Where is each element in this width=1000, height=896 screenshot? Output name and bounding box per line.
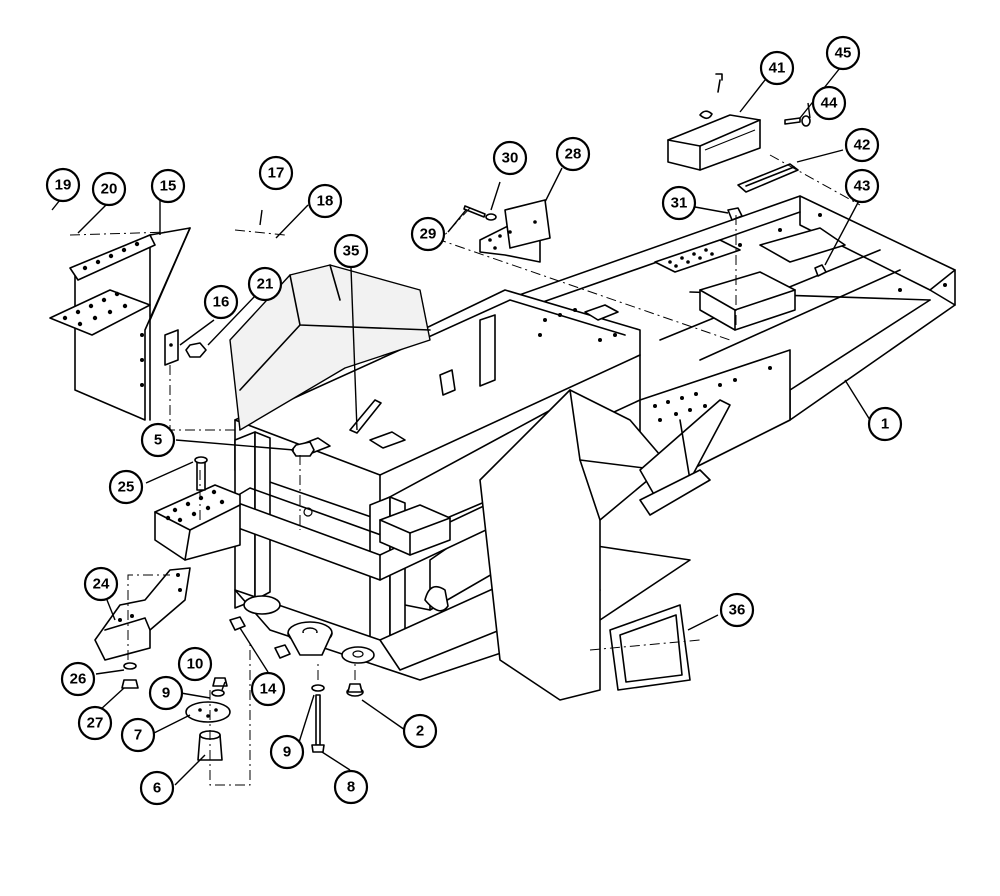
callout-14: 14 [250, 671, 286, 707]
svg-text:45: 45 [835, 45, 852, 62]
isolator-mount [185, 616, 364, 761]
callout-44: 44 [811, 85, 847, 121]
step-tread-holes [62, 241, 140, 327]
callout-1: 1 [867, 406, 903, 442]
callout-35: 35 [333, 233, 369, 269]
front-step [154, 456, 241, 561]
svg-text:2: 2 [416, 723, 424, 740]
callout-9a: 9 [148, 675, 184, 711]
svg-text:6: 6 [153, 780, 161, 797]
svg-text:17: 17 [268, 165, 285, 182]
svg-text:5: 5 [154, 432, 162, 449]
callout-26: 26 [60, 661, 96, 697]
callout-16: 16 [203, 284, 239, 320]
svg-text:9: 9 [162, 685, 170, 702]
svg-text:28: 28 [565, 146, 582, 163]
svg-text:14: 14 [260, 681, 277, 698]
bracket-28 [463, 199, 551, 263]
svg-text:44: 44 [821, 95, 838, 112]
callout-25: 25 [108, 469, 144, 505]
callout-6: 6 [139, 770, 175, 806]
svg-text:42: 42 [854, 137, 871, 154]
svg-text:8: 8 [347, 779, 355, 796]
callout-30: 30 [492, 140, 528, 176]
callout-2: 2 [402, 713, 438, 749]
callout-36: 36 [719, 592, 755, 628]
svg-text:31: 31 [671, 195, 688, 212]
svg-text:10: 10 [187, 656, 204, 673]
callout-42: 42 [844, 127, 880, 163]
callout-17: 17 [258, 155, 294, 191]
main-frame [229, 195, 956, 701]
left-step-assembly [49, 227, 207, 421]
bellows-seal [609, 604, 691, 691]
svg-text:35: 35 [343, 243, 360, 260]
callout-41: 41 [759, 50, 795, 86]
callout-45: 45 [825, 35, 861, 71]
svg-text:19: 19 [55, 177, 72, 194]
callout-28: 28 [555, 136, 591, 172]
svg-text:21: 21 [257, 276, 274, 293]
svg-text:36: 36 [729, 602, 746, 619]
callout-7: 7 [120, 717, 156, 753]
svg-text:9: 9 [283, 744, 291, 761]
svg-text:29: 29 [420, 226, 437, 243]
callout-24: 24 [83, 566, 119, 602]
callout-19: 19 [45, 167, 81, 203]
callout-8: 8 [333, 769, 369, 805]
callout-21: 21 [247, 266, 283, 302]
callout-31: 31 [661, 185, 697, 221]
callout-29: 29 [410, 216, 446, 252]
step-bracket [94, 567, 191, 689]
svg-text:25: 25 [118, 479, 135, 496]
callout-15: 15 [150, 168, 186, 204]
svg-text:24: 24 [93, 576, 110, 593]
svg-text:43: 43 [854, 178, 871, 195]
rear-step [654, 207, 743, 273]
svg-text:41: 41 [769, 60, 786, 77]
svg-text:26: 26 [70, 671, 87, 688]
callout-43: 43 [844, 168, 880, 204]
callout-27: 27 [77, 705, 113, 741]
callout-5: 5 [140, 422, 176, 458]
callout-20: 20 [91, 171, 127, 207]
svg-text:20: 20 [101, 181, 118, 198]
battery-box [667, 73, 827, 277]
svg-text:30: 30 [502, 150, 519, 167]
svg-text:15: 15 [160, 178, 177, 195]
svg-text:1: 1 [881, 416, 889, 433]
svg-text:7: 7 [134, 727, 142, 744]
svg-text:18: 18 [317, 193, 334, 210]
callout-18: 18 [307, 183, 343, 219]
callout-10: 10 [177, 646, 213, 682]
svg-text:27: 27 [87, 715, 104, 732]
svg-text:16: 16 [213, 294, 230, 311]
callout-9b: 9 [269, 734, 305, 770]
